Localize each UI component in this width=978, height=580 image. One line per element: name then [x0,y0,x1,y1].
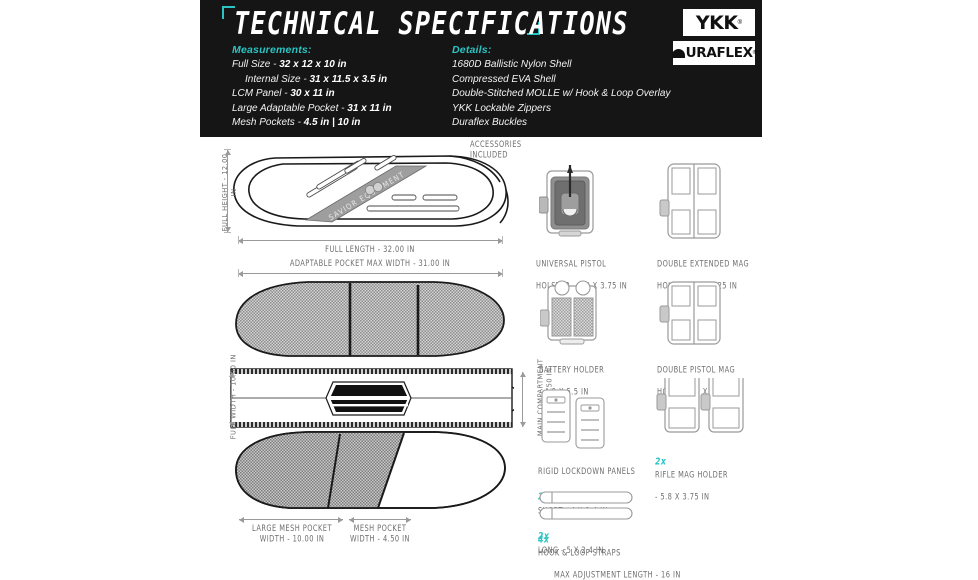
dimension-tick [238,269,239,277]
adaptable-pocket-diagram [235,281,505,357]
page-title: TECHNICAL SPECIFICATIONS [234,5,629,42]
full-length-dimension-line [238,237,503,244]
ykk-logo: YKK® [683,9,755,36]
duraflex-logo: URAFLEX® [671,41,757,65]
measurement-label: Large Adaptable Pocket - [232,102,348,114]
measurement-value: 31 x 11 in [347,102,392,114]
straps-name: HOOK & LOOP STRAPS [538,546,621,558]
measurement-label: Mesh Pockets - [232,117,304,129]
corner-bracket-icon [527,22,540,35]
adaptable-pocket-dimension-line [238,270,503,277]
measurement-row: LCM Panel - 30 x 11 in [232,87,392,102]
battery-holder-icon [540,280,597,345]
measurement-row: Mesh Pockets - 4.5 in | 10 in [232,116,392,131]
measurement-row: Full Size - 32 x 12 x 10 in [232,58,392,73]
measurements-heading: Measurements: [232,44,312,56]
dimension-tick [502,236,503,244]
detail-row: Duraflex Buckles [452,117,528,129]
full-length-label: FULL LENGTH - 32.00 IN [325,244,415,255]
accessory-name: UNIVERSAL PISTOL [536,258,607,270]
detail-row: 1680D Ballistic Nylon Shell [452,59,572,70]
header-panel: TECHNICAL SPECIFICATIONS [200,0,762,137]
measurement-label: LCM Panel - [232,88,291,100]
measurement-value: 30 x 11 in [290,88,335,100]
details-column: Details: 1680D Ballistic Nylon Shell Com… [452,44,670,131]
dimension-tick [502,269,503,277]
accessory-spec: - 5.8 X 3.75 IN [655,490,710,502]
detail-row: Compressed EVA Shell [452,73,556,85]
lockdown-title: RIGID LOCKDOWN PANELS [538,465,636,477]
accessory-label: 2x RIFLE MAG HOLDER - 5.8 X 3.75 IN [655,446,775,502]
measurement-label: Internal Size - [245,73,310,85]
straps-spec: MAX ADJUSTMENT LENGTH - 16 IN [554,568,681,580]
ykk-logo-text: YKK [695,11,738,34]
mesh-dimension-line [349,516,411,523]
corner-bracket-icon [222,6,235,19]
full-height-label: FULL HEIGHT - 12.00 IN [220,153,239,232]
rigid-lockdown-panels-icon [541,389,605,449]
duraflex-logo-text: URAFLEX [685,45,753,61]
lockdown-qty: 2x [538,530,550,543]
mesh-pocket-diagram [235,431,506,509]
measurement-value: 32 x 12 x 10 in [279,59,347,70]
details-heading: Details: [452,44,492,56]
main-depth-dimension-line [519,372,526,427]
detail-row: YKK Lockable Zippers [452,102,551,114]
dimension-tick [224,149,231,150]
main-compartment-diagram [230,368,514,428]
duraflex-trademark: ® [752,50,757,56]
accessory-name: DOUBLE EXTENDED MAG [657,258,750,270]
hook-loop-straps-icon [539,491,633,520]
pistol-holster-icon [539,165,594,237]
double-extended-mag-icon [659,163,721,239]
rifle-mag-holder-icon [656,378,744,433]
duraflex-arc-icon [671,48,685,58]
measurement-row: Internal Size - 31 x 11.5 x 3.5 in [232,73,392,88]
spec-sheet: TECHNICAL SPECIFICATIONS Measurements: F… [200,0,775,579]
large-mesh-dimension-line [239,516,343,523]
detail-row: Double-Stitched MOLLE w/ Hook & Loop Ove… [452,88,671,100]
straps-label: 4x HOOK & LOOP STRAPS MAX ADJUSTMENT LEN… [538,524,688,580]
double-pistol-mag-icon [659,281,721,345]
measurement-row: Large Adaptable Pocket - 31 x 11 in [232,102,392,117]
full-width-dimension-line [228,372,235,427]
ykk-trademark: ® [737,19,743,26]
large-mesh-label: LARGE MESH POCKET WIDTH - 10.00 IN [252,523,332,545]
dimension-tick [238,236,239,244]
measurements-column: Measurements: Full Size - 32 x 12 x 10 i… [232,44,392,131]
straps-qty: 4x [538,534,550,547]
bag-perspective-diagram: SAVIOR EQUIPMENT [233,155,509,227]
measurement-value: 4.5 in | 10 in [303,117,361,129]
accessory-name: RIFLE MAG HOLDER [655,468,728,480]
adaptable-pocket-label: ADAPTABLE POCKET MAX WIDTH - 31.00 IN [289,258,451,269]
mesh-label: MESH POCKET WIDTH - 4.50 IN [350,523,410,545]
accessory-qty: 2x [655,456,667,469]
measurement-label: Full Size - [232,59,280,70]
accessories-heading: ACCESSORIES INCLUDED [470,139,522,161]
accessory-name: DOUBLE PISTOL MAG [657,364,736,376]
measurement-value: 31 x 11.5 x 3.5 in [309,73,388,85]
accessory-name: BATTERY HOLDER [539,364,605,376]
dimension-tick [224,232,231,233]
full-height-dimension-line [224,150,231,232]
